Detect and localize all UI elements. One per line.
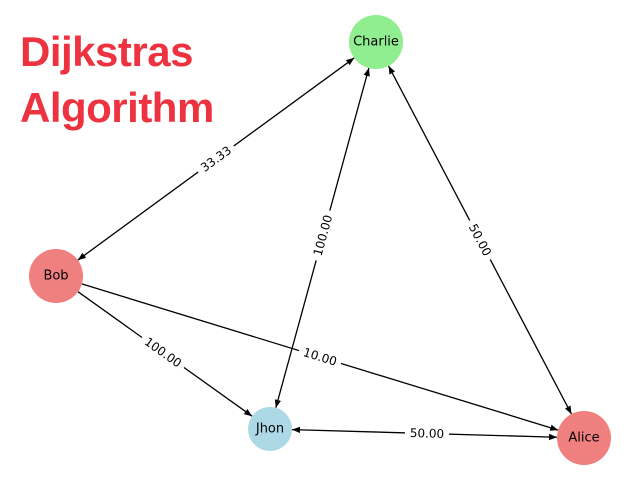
node-charlie: Charlie <box>349 15 403 69</box>
edge-labels-layer: 33.33 100.00 50.00 100.00 10.00 50.00 <box>137 139 498 443</box>
node-label: Bob <box>43 269 68 284</box>
node-alice: Alice <box>557 411 611 465</box>
edge-weight-label: 100.00 <box>137 330 189 375</box>
node-bob: Bob <box>29 249 83 303</box>
edge-label-background <box>137 330 189 375</box>
node-label: Charlie <box>353 35 399 50</box>
edge-weight-text: 50.00 <box>466 222 494 259</box>
node-circle <box>29 249 83 303</box>
node-label: Alice <box>568 431 599 446</box>
edge-label-background <box>404 424 450 443</box>
edge-weight-text: 100.00 <box>311 213 336 257</box>
node-label: Jhon <box>255 422 284 437</box>
edge-weight-label: 50.00 <box>404 424 450 443</box>
edge-weight-text: 50.00 <box>410 426 445 441</box>
edge-label-background <box>462 216 498 264</box>
edge-weight-label: 50.00 <box>462 216 498 264</box>
edge-weight-label: 33.33 <box>193 139 239 179</box>
edge-weight-text: 100.00 <box>142 335 184 371</box>
edge-label-background <box>193 139 239 179</box>
node-circle <box>557 411 611 465</box>
node-jhon: Jhon <box>248 407 292 451</box>
node-circle <box>349 15 403 69</box>
edge-label-background <box>296 342 344 372</box>
edge-label-background <box>308 208 338 263</box>
edge-weight-label: 10.00 <box>296 342 344 372</box>
edge-weight-label: 100.00 <box>308 208 338 263</box>
node-circle <box>248 407 292 451</box>
